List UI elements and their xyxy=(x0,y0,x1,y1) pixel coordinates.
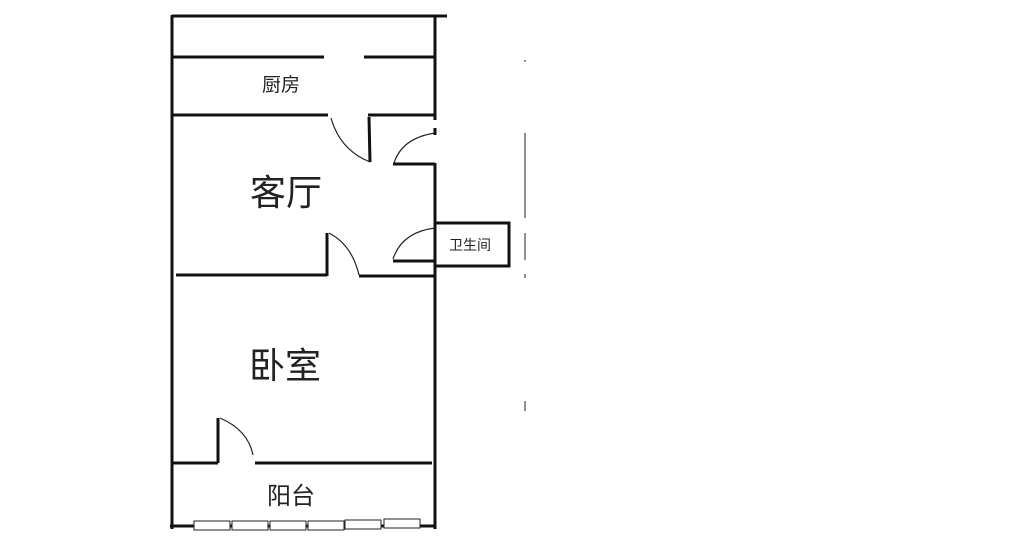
doors xyxy=(216,116,436,463)
window-pane xyxy=(269,520,307,531)
door-swing-bedroom xyxy=(328,232,360,276)
window-pane xyxy=(193,520,231,531)
room-label-living-room: 客厅 xyxy=(250,173,322,214)
walls xyxy=(170,14,511,529)
door-swing-kitchen xyxy=(330,117,371,163)
door-swing-entry xyxy=(393,132,436,164)
window-pane xyxy=(231,520,269,531)
room-label-kitchen: 厨房 xyxy=(262,74,300,96)
balcony-windows xyxy=(193,518,421,531)
door-leaf-kitchen xyxy=(367,116,372,163)
window-pane xyxy=(383,518,421,529)
door-swing-balcony xyxy=(219,417,254,456)
door-swing-bathroom xyxy=(392,227,436,260)
window-pane xyxy=(307,520,345,531)
window-pane xyxy=(344,519,382,530)
bathroom-box xyxy=(433,221,511,268)
room-label-bedroom: 卧室 xyxy=(249,346,321,387)
room-label-balcony: 阳台 xyxy=(267,482,315,510)
room-label-bathroom: 卫生间 xyxy=(449,238,491,254)
